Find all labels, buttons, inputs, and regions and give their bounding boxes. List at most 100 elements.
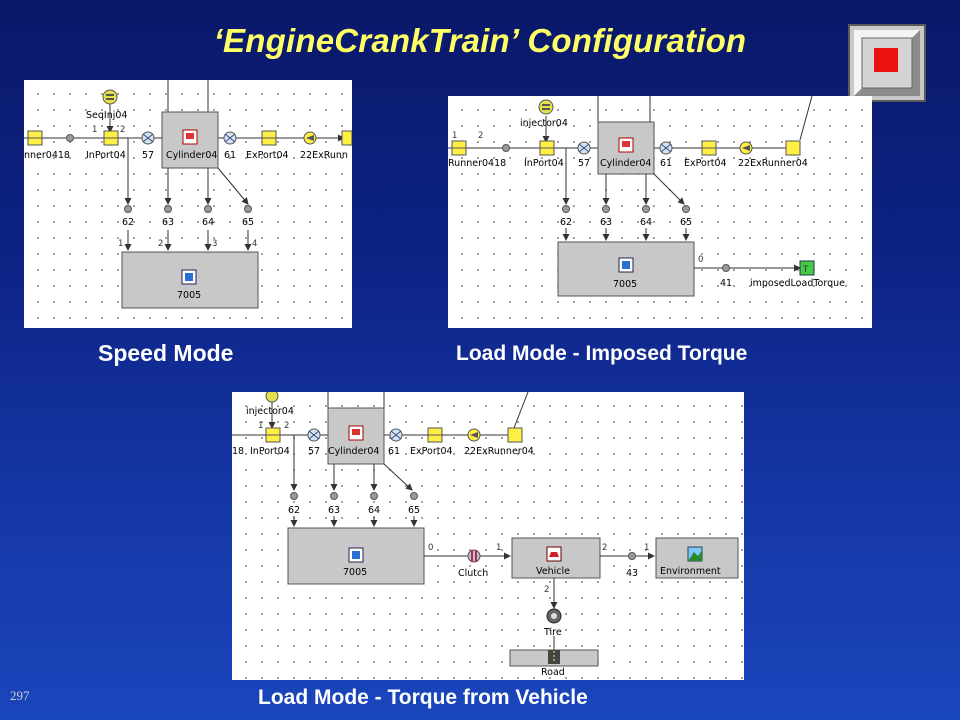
tire-icon	[546, 608, 562, 624]
cylinder-icon	[618, 137, 634, 153]
export-label: ExPort04	[410, 446, 453, 457]
svg-text:61: 61	[660, 158, 672, 169]
sensor-icon	[290, 492, 298, 500]
svg-text:T: T	[802, 265, 809, 275]
caption-imposed-torque: Load Mode - Imposed Torque	[456, 342, 748, 365]
runner-label: Runner0418	[448, 158, 506, 169]
svg-text:41: 41	[720, 278, 732, 289]
inport-label: InPort04	[250, 446, 290, 457]
exhaust-runner-icon	[467, 428, 481, 442]
caption-torque-vehicle: Load Mode - Torque from Vehicle	[258, 686, 588, 709]
injector-label: injector04	[520, 118, 568, 129]
svg-text:64: 64	[640, 217, 652, 228]
cylinder-icon	[182, 129, 198, 145]
crank-train-icon	[348, 547, 364, 563]
runner-icon	[27, 130, 43, 146]
svg-text:57: 57	[142, 150, 154, 161]
svg-text:1: 1	[644, 543, 649, 553]
injector-label: injector04	[246, 406, 294, 417]
environment-icon	[687, 546, 703, 562]
inport-label: InPort04	[524, 158, 564, 169]
caption-speed-mode: Speed Mode	[98, 340, 234, 366]
valve-icon	[659, 141, 673, 155]
valve-icon	[307, 428, 321, 442]
svg-text:1: 1	[92, 125, 97, 135]
clutch-icon	[467, 549, 481, 563]
sensor-icon	[602, 205, 610, 213]
svg-text:2: 2	[120, 125, 125, 135]
svg-text:57: 57	[308, 446, 320, 457]
cylinder-label: Cylinder04	[600, 158, 651, 169]
exrunner-label: 22ExRunner04	[738, 158, 808, 169]
svg-text:1: 1	[258, 421, 263, 431]
valve-icon	[223, 131, 237, 145]
svg-text:2: 2	[478, 131, 483, 141]
svg-text:3: 3	[212, 239, 217, 249]
export-label: ExPort04	[246, 150, 289, 161]
svg-text:4: 4	[252, 239, 257, 249]
inport-label: InPort04	[86, 150, 126, 161]
export-icon	[701, 140, 717, 156]
sensor-icon	[204, 205, 212, 213]
injector-icon	[538, 99, 554, 115]
svg-text:57: 57	[578, 158, 590, 169]
svg-text:62: 62	[560, 217, 572, 228]
svg-text:2: 2	[544, 585, 549, 595]
exrunner-label: 22ExRunner04	[464, 446, 534, 457]
svg-text:62: 62	[122, 217, 134, 228]
svg-text:2: 2	[158, 239, 163, 249]
red-square-window-icon	[848, 24, 926, 102]
svg-text:1: 1	[496, 543, 501, 553]
tire-label: Tire	[543, 627, 562, 638]
svg-text:65: 65	[408, 505, 420, 516]
svg-text:63: 63	[328, 505, 340, 516]
slide-title: ‘EngineCrankTrain’ Configuration	[213, 22, 747, 59]
svg-text:65: 65	[242, 217, 254, 228]
svg-text:7005: 7005	[177, 290, 201, 301]
exrunner-label: 22ExRunn	[300, 150, 348, 161]
environment-label: Environment	[660, 566, 721, 577]
road-icon	[548, 650, 560, 664]
cylinder-label: Cylinder04	[166, 150, 217, 161]
svg-text:62: 62	[288, 505, 300, 516]
svg-text:64: 64	[202, 217, 214, 228]
sensor-icon	[410, 492, 418, 500]
sensor-icon	[562, 205, 570, 213]
svg-text:1: 1	[452, 131, 457, 141]
sensor-icon	[124, 205, 132, 213]
sensor-icon	[244, 205, 252, 213]
svg-text:63: 63	[600, 217, 612, 228]
runner-icon	[451, 140, 467, 156]
valve-icon	[577, 141, 591, 155]
exhaust-runner-icon	[303, 131, 317, 145]
svg-text:0: 0	[698, 255, 703, 265]
svg-text:18: 18	[232, 446, 244, 457]
svg-text:1: 1	[118, 239, 123, 249]
export-icon	[427, 427, 443, 443]
svg-text:2: 2	[602, 543, 607, 553]
svg-text:63: 63	[162, 217, 174, 228]
injector-icon	[265, 392, 279, 403]
vehicle-icon	[546, 546, 562, 562]
inport-icon	[265, 427, 281, 443]
runner-label: nner0418	[24, 150, 70, 161]
svg-text:43: 43	[626, 568, 638, 579]
valve-icon	[141, 131, 155, 145]
cylinder-label: Cylinder04	[328, 446, 379, 457]
sensor-icon	[682, 205, 690, 213]
road-label: Road	[541, 667, 565, 678]
sensor-icon	[164, 205, 172, 213]
sensor-icon	[330, 492, 338, 500]
cylinder-icon	[348, 425, 364, 441]
svg-text:2: 2	[284, 421, 289, 431]
export-icon	[261, 130, 277, 146]
valve-icon	[389, 428, 403, 442]
injector-icon	[102, 89, 118, 105]
sensor-icon	[370, 492, 378, 500]
svg-text:64: 64	[368, 505, 380, 516]
imposed-torque-diagram: injector04 Runner0418 1 2 InPort04 57 Cyl…	[448, 96, 872, 328]
crank-train-icon	[181, 269, 197, 285]
vehicle-label: Vehicle	[536, 566, 570, 577]
